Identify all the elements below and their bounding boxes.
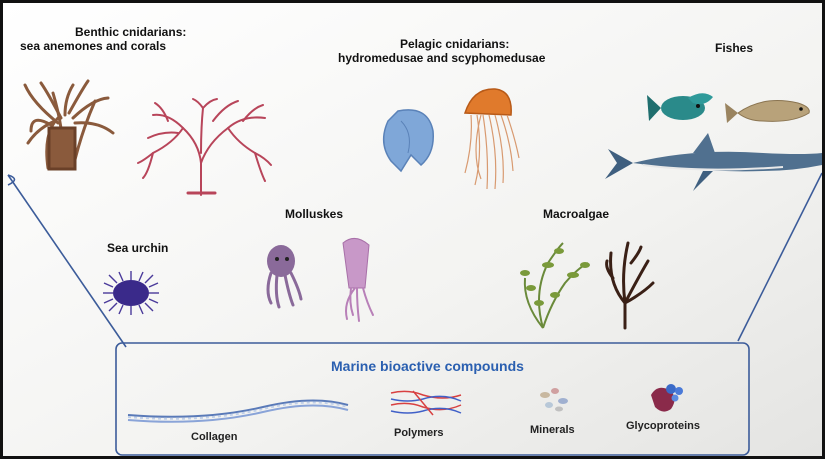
polymers-label: Polymers [394,427,444,439]
pelagic-label-line1: Pelagic cnidarians: [400,37,509,51]
fishes-label: Fishes [715,41,753,55]
background [3,3,822,456]
benthic-label-line2: sea anemones and corals [20,39,166,53]
minerals-label: Minerals [530,424,575,436]
molluskes-label: Molluskes [285,207,343,221]
diagram-canvas [3,3,822,456]
sea-urchin-illustration [103,271,159,315]
macroalgae-label: Macroalgae [543,207,609,221]
pelagic-label-line2: hydromedusae and scyphomedusae [338,51,545,65]
compounds-title: Marine bioactive compounds [331,358,524,374]
glycoproteins-label: Glycoproteins [626,420,700,432]
benthic-label-line1: Benthic cnidarians: [75,25,186,39]
collagen-label: Collagen [191,431,237,443]
sea-urchin-label: Sea urchin [107,241,168,255]
